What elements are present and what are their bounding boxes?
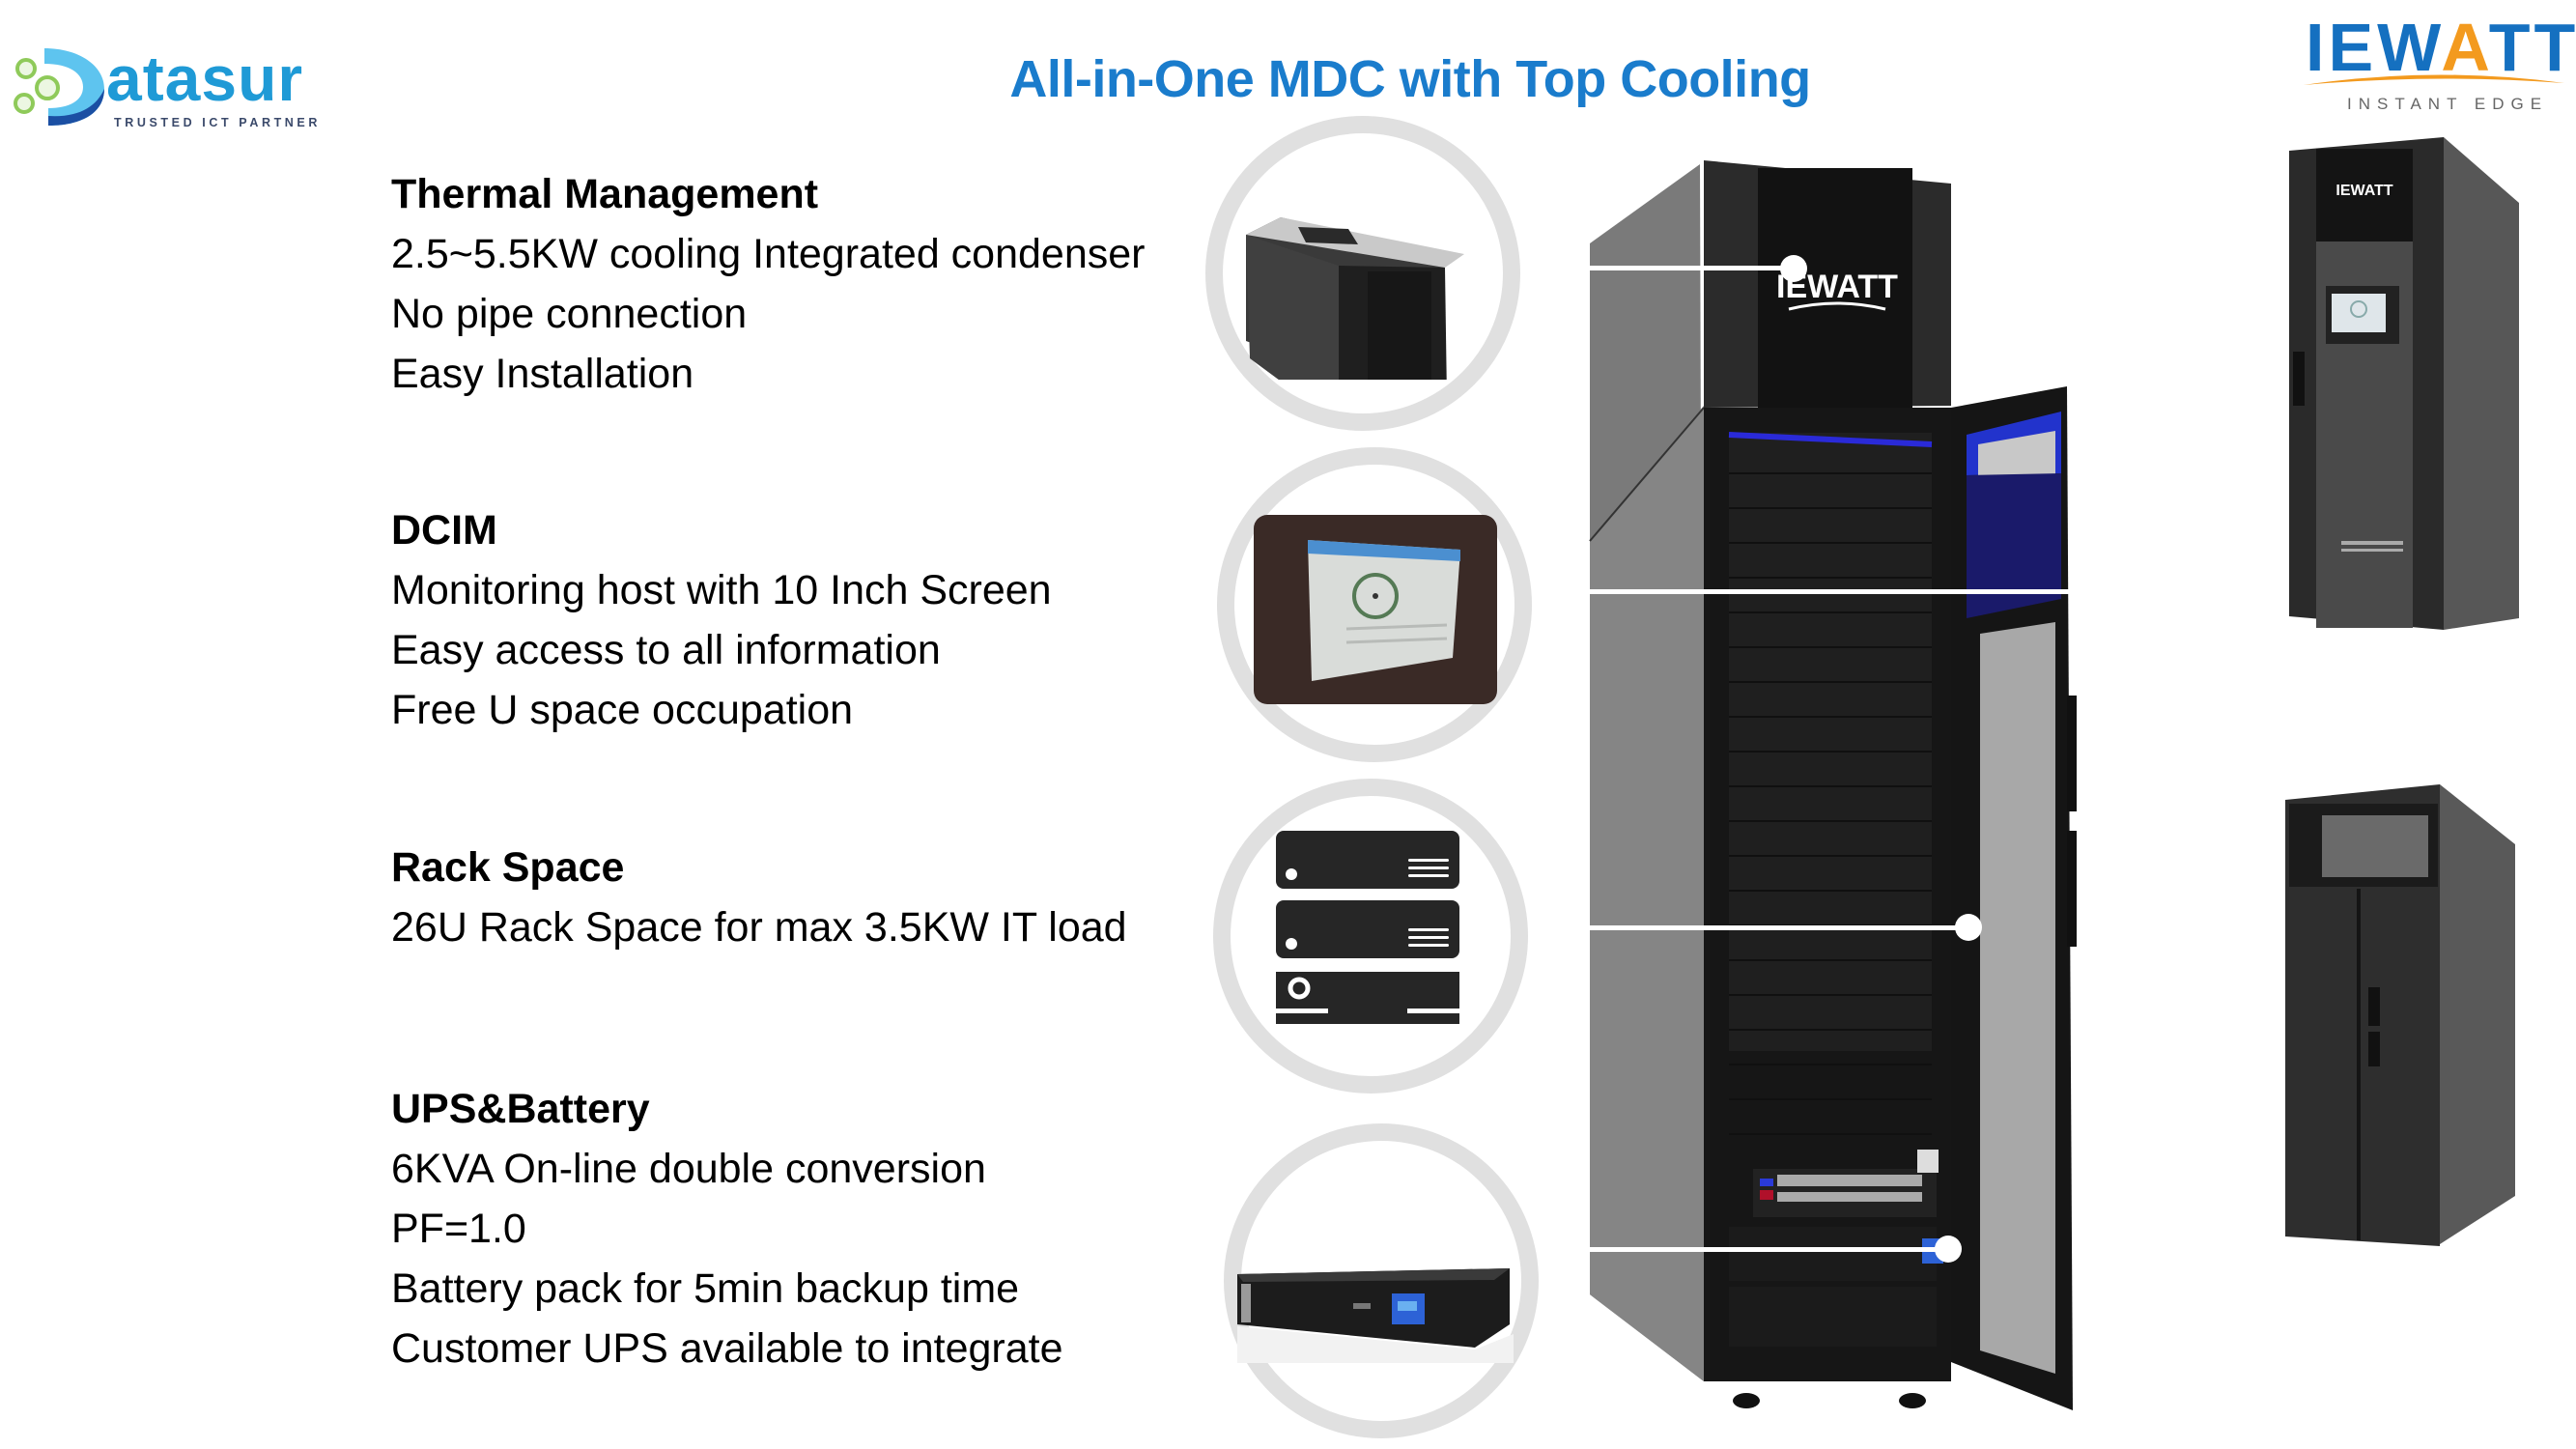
server-led-icon <box>1286 938 1297 950</box>
logo-bubble-icon <box>14 93 35 114</box>
server-vent-icon <box>1408 936 1449 939</box>
feature-dcim: DCIM Monitoring host with 10 Inch Screen… <box>391 500 1052 740</box>
iewatt-wordmark-part: TT <box>2488 10 2576 85</box>
feature-ring-dcim <box>1217 447 1532 762</box>
feature-line: 6KVA On-line double conversion <box>391 1146 986 1192</box>
callout-line-dcim <box>1589 589 2120 594</box>
feature-heading: Thermal Management <box>391 171 819 217</box>
server-rack-icon <box>1276 900 1459 958</box>
callout-dot-ups <box>1935 1236 1962 1263</box>
feature-line: 2.5~5.5KW cooling Integrated condenser <box>391 231 1146 277</box>
mdc-cabinet-closed-front-illustration: IEWATT <box>2289 137 2519 630</box>
server-led-icon <box>1286 868 1297 880</box>
iewatt-swoosh-icon <box>2304 74 2564 85</box>
feature-line: Easy access to all information <box>391 627 941 673</box>
condenser-icon <box>1246 217 1464 380</box>
server-vent-icon <box>1408 859 1449 862</box>
feature-line: Customer UPS available to integrate <box>391 1325 1063 1372</box>
rack-unit-lines <box>1729 472 1932 1135</box>
feature-line: No pipe connection <box>391 291 748 337</box>
feature-line: 26U Rack Space for max 3.5KW IT load <box>391 904 1127 951</box>
server-vent-icon <box>1408 928 1449 931</box>
ups-icon <box>1237 1268 1514 1363</box>
callout-line-rack <box>1589 925 1967 930</box>
feature-ups-battery: UPS&Battery 6KVA On-line double conversi… <box>391 1079 1063 1378</box>
feature-heading: Rack Space <box>391 844 625 891</box>
feature-line: PF=1.0 <box>391 1206 526 1252</box>
feature-line: Easy Installation <box>391 351 694 397</box>
feature-rack-space: Rack Space 26U Rack Space for max 3.5KW … <box>391 838 1127 957</box>
server-rack-icon <box>1276 831 1459 889</box>
datasur-tagline: TRUSTED ICT PARTNER <box>114 116 321 129</box>
datasur-wordmark: atasur <box>106 43 304 114</box>
iewatt-wordmark-a: A <box>2441 10 2489 85</box>
callout-line-ups <box>1589 1247 1948 1252</box>
callout-dot-thermal <box>1780 255 1807 282</box>
feature-ring-rack <box>1213 779 1528 1094</box>
feature-ring-ups <box>1224 1123 1539 1438</box>
server-vent-icon <box>1408 874 1449 877</box>
page-title: All-in-One MDC with Top Cooling <box>1009 50 1811 108</box>
feature-line: Free U space occupation <box>391 687 854 733</box>
touchscreen-icon <box>1254 515 1497 704</box>
datasur-logo: atasur TRUSTED ICT PARTNER <box>10 39 319 135</box>
mdc-cabinet-closed-rear-illustration <box>2285 784 2515 1246</box>
server-base-icon <box>1276 972 1459 1024</box>
server-vent-icon <box>1408 867 1449 869</box>
logo-bubble-icon <box>15 58 37 79</box>
logo-bubble-icon <box>35 75 60 100</box>
mdc-cabinet-open-illustration: IEWATT <box>1589 160 2077 1410</box>
callout-line-thermal <box>1589 266 1794 270</box>
iewatt-wordmark: IEWATT <box>2306 14 2576 81</box>
feature-ring-thermal <box>1205 116 1520 431</box>
iewatt-tagline: INSTANT EDGE <box>2347 95 2549 113</box>
feature-line: Battery pack for 5min backup time <box>391 1265 1020 1312</box>
iewatt-logo: IEWATT INSTANT EDGE <box>2294 10 2576 116</box>
callout-dot-dcim <box>2109 578 2136 605</box>
feature-line: Monitoring host with 10 Inch Screen <box>391 567 1052 613</box>
callout-dot-rack <box>1955 914 1982 941</box>
cabinet-logo-text: IEWATT <box>2335 183 2392 199</box>
feature-thermal-management: Thermal Management 2.5~5.5KW cooling Int… <box>391 164 1146 404</box>
server-vent-icon <box>1408 944 1449 947</box>
feature-heading: UPS&Battery <box>391 1086 650 1132</box>
feature-heading: DCIM <box>391 507 497 554</box>
datasur-d-icon <box>44 48 104 126</box>
iewatt-wordmark-part: IEW <box>2306 10 2442 85</box>
